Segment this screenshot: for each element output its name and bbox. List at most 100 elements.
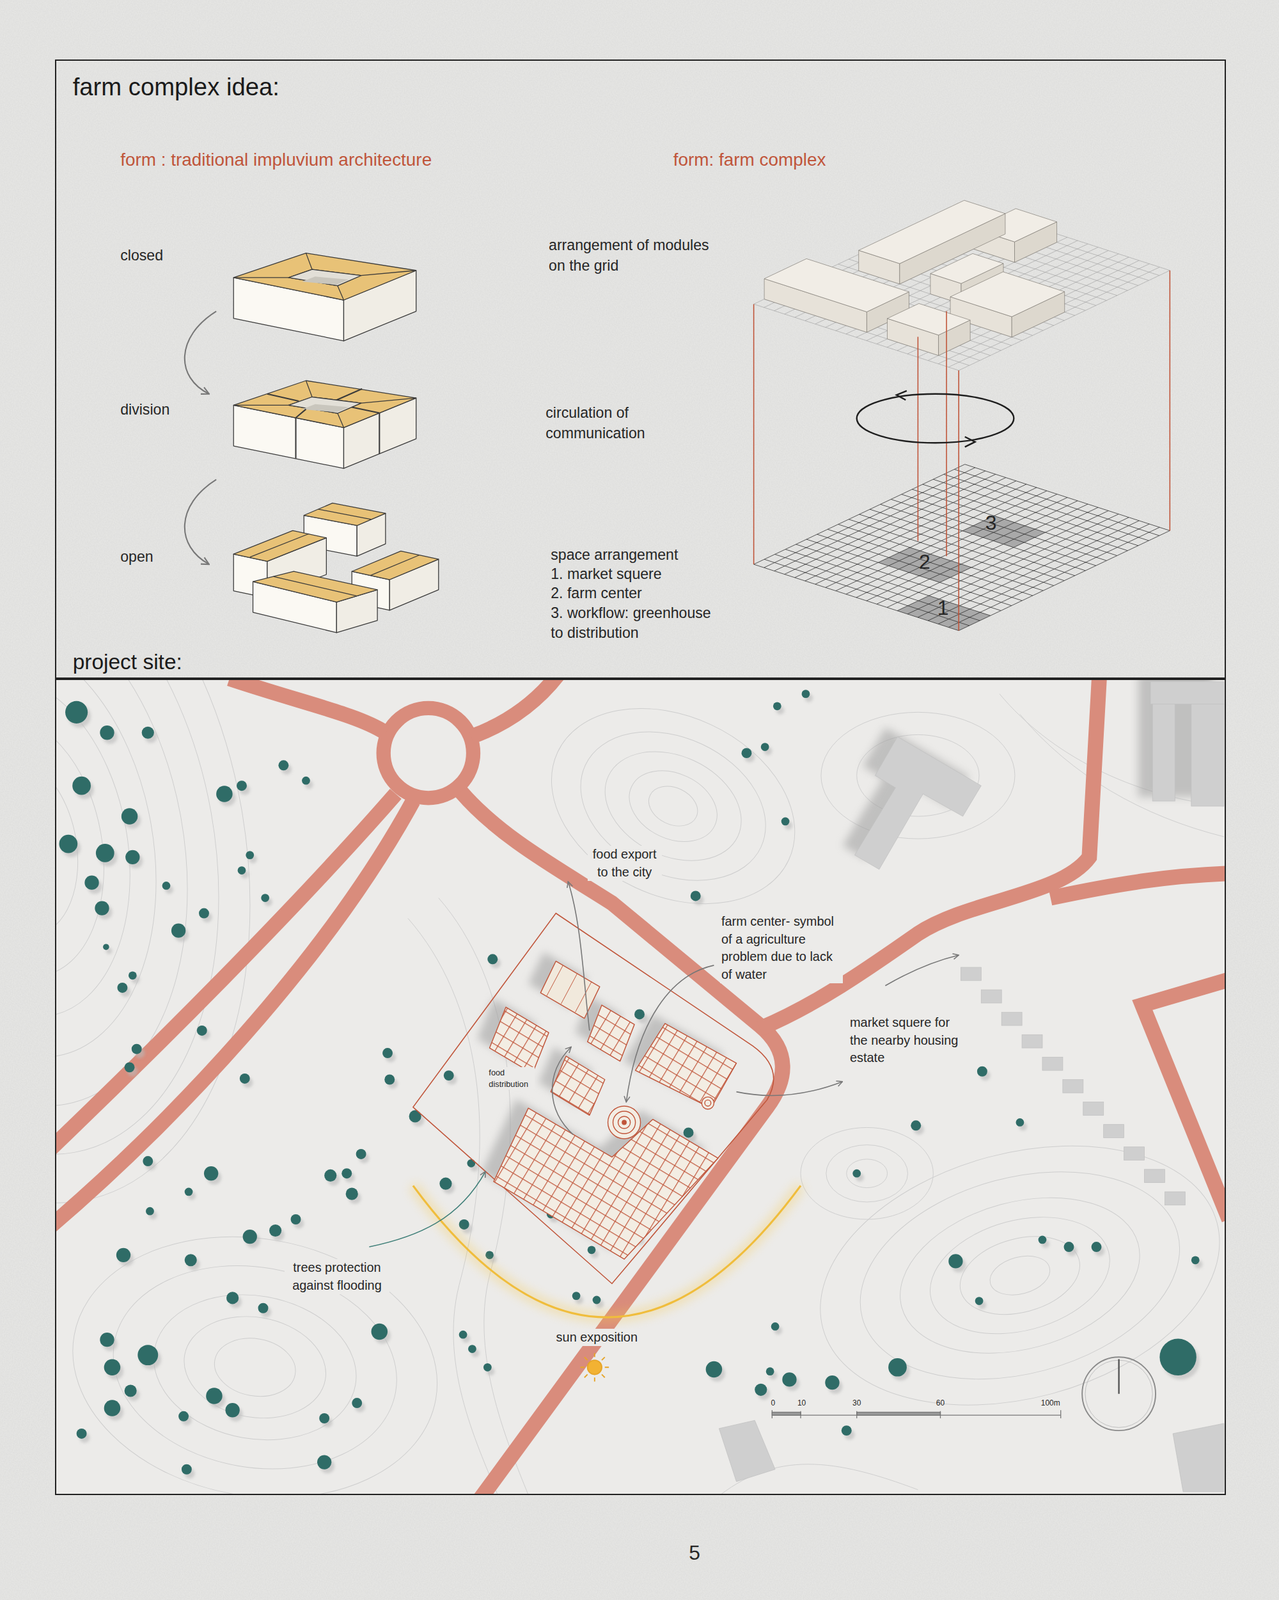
tree-shadows <box>62 693 1203 1478</box>
impluvium-forms <box>273 576 357 596</box>
annotation-arrows <box>626 965 714 1102</box>
panel-heading: farm complex idea: <box>72 72 280 102</box>
contour-lines <box>556 702 790 909</box>
impluvium-forms <box>351 550 439 580</box>
annotation-arrows <box>552 1046 574 1134</box>
farm-complex-grid <box>878 547 972 583</box>
impluvium-forms <box>267 388 380 459</box>
annotation-arrows <box>567 881 589 1031</box>
contour-lines <box>97 1243 414 1491</box>
contour-lines <box>56 679 1226 1494</box>
farm-buildings <box>493 1107 719 1259</box>
contour-lines <box>56 679 304 1239</box>
north-arrow <box>1082 1356 1156 1430</box>
scale-bar <box>771 1409 1061 1418</box>
tree-shadows <box>62 693 1203 1478</box>
section-subtitle: form: farm complex <box>673 147 827 173</box>
contour-lines <box>56 792 60 900</box>
neighbouring-buildings <box>1150 681 1225 704</box>
contour-lines <box>587 730 759 882</box>
farm-complex-grid <box>753 464 1171 631</box>
farm-buildings <box>613 1110 636 1134</box>
contour-lines <box>826 1144 909 1202</box>
contour-lines <box>209 1331 300 1402</box>
roads <box>1142 979 1225 1219</box>
contour-lines <box>56 679 304 1239</box>
impluvium-forms <box>184 253 439 633</box>
step-label: division <box>120 399 170 421</box>
scale-number: 0 <box>771 1397 776 1409</box>
farm-buildings <box>635 1023 737 1108</box>
farm-complex-grid <box>738 188 1175 362</box>
contour-lines <box>56 1208 459 1494</box>
farm-complex-grid <box>896 390 907 400</box>
trees <box>59 689 1200 1474</box>
farm-buildings <box>635 1023 737 1108</box>
list-item: 2. farm center <box>550 583 643 604</box>
neighbouring-buildings <box>855 736 982 870</box>
contour-lines <box>882 1172 1157 1378</box>
section-subtitle: form : traditional impluvium architectur… <box>120 147 432 173</box>
farm-buildings <box>489 960 737 1259</box>
concept-note: arrangement of modules on the grid <box>548 235 719 277</box>
neighbouring-buildings <box>1191 704 1225 806</box>
farm-complex-grid <box>945 311 948 557</box>
impluvium-forms <box>233 253 416 341</box>
scale-number: 60 <box>936 1397 945 1409</box>
farm-complex-grid <box>856 390 1015 448</box>
neighbouring-buildings <box>1172 1422 1225 1492</box>
scale-bar <box>856 1411 941 1415</box>
site-plan <box>56 679 1226 1494</box>
sun-symbol <box>580 1352 609 1382</box>
contour-lines <box>642 778 705 834</box>
site-annotation: sun exposition <box>555 1328 639 1347</box>
sun-symbol <box>580 1352 609 1382</box>
farm-complex-grid <box>965 436 976 448</box>
neighbouring-buildings <box>980 989 1002 1003</box>
impluvium-forms <box>253 571 378 602</box>
farm-buildings <box>489 1006 550 1074</box>
impluvium-forms <box>303 502 386 526</box>
site-annotation: food distribution <box>487 1066 535 1090</box>
farm-buildings <box>489 1006 550 1074</box>
neighbouring-buildings <box>960 966 981 981</box>
impluvium-forms <box>233 502 439 633</box>
contour-lines <box>917 1197 1123 1352</box>
contour-lines <box>408 918 501 1494</box>
panel-frame: project site: <box>54 678 1226 1495</box>
page-number: 5 <box>688 1537 701 1567</box>
neighbouring-buildings <box>1164 1191 1185 1205</box>
farm-complex-grid <box>957 370 960 631</box>
farm-complex-grid <box>738 188 1175 631</box>
farm-buildings <box>704 1099 712 1106</box>
site-annotation: market squere for the nearby housing est… <box>848 1013 967 1067</box>
impluvium-forms <box>296 409 307 459</box>
annotation-arrows <box>368 1170 486 1247</box>
impluvium-forms <box>184 311 217 394</box>
trees <box>59 689 1200 1474</box>
north-arrow <box>1117 1358 1120 1394</box>
farm-complex-grid <box>753 303 755 565</box>
panel-heading: project site: <box>72 649 183 675</box>
roads <box>461 791 783 1494</box>
impluvium-forms <box>267 388 362 401</box>
callout-number: 1 <box>937 597 950 619</box>
site-annotation: trees protection against flooding <box>284 1258 390 1294</box>
annotation-arrows <box>736 1081 843 1096</box>
contour-lines <box>141 1279 368 1455</box>
concept-note: circulation of communication <box>545 402 699 444</box>
contour-lines <box>846 1158 888 1188</box>
farm-complex-grid <box>950 271 1065 317</box>
impluvium-forms <box>184 479 217 565</box>
contour-lines <box>985 1249 1054 1301</box>
contour-lines <box>519 679 827 941</box>
farm-buildings <box>587 1004 635 1061</box>
impluvium-forms <box>351 406 380 454</box>
list-item: 1. market squere <box>550 564 662 585</box>
neighbouring-buildings <box>1144 1169 1165 1183</box>
roads <box>471 679 559 737</box>
impluvium-forms <box>233 530 327 561</box>
farm-buildings <box>587 1004 635 1061</box>
